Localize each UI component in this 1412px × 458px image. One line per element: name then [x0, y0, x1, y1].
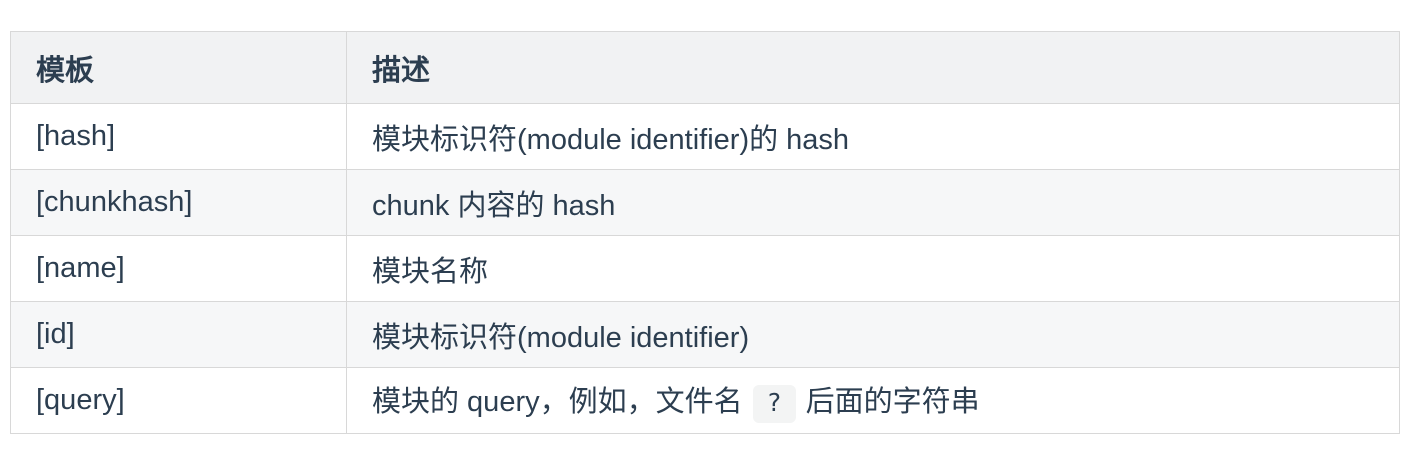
column-header-description: 描述: [346, 31, 1400, 104]
template-description-table: 模板 描述 [hash] 模块标识符(module identifier)的 ha…: [10, 31, 1400, 434]
description-text: 后面的字符串: [805, 386, 980, 418]
description-cell: 模块名称: [346, 235, 1400, 302]
template-cell: [id]: [10, 301, 347, 368]
table-header: 模板 描述: [10, 31, 1400, 104]
table-body: [hash] 模块标识符(module identifier)的 hash [chu…: [10, 103, 1400, 434]
description-text: 模块名称: [372, 255, 489, 288]
table-row: [name] 模块名称: [10, 235, 1400, 302]
table-row: [hash] 模块标识符(module identifier)的 hash: [10, 103, 1400, 170]
description-cell: 模块的 query，例如，文件名? 后面的字符串: [346, 367, 1400, 434]
description-cell: 模块标识符(module identifier)的 hash: [346, 103, 1400, 170]
table-header-row: 模板 描述: [10, 31, 1400, 104]
column-header-template: 模板: [10, 31, 347, 104]
description-cell: 模块标识符(module identifier): [346, 301, 1400, 368]
description-text: 模块标识符(module identifier): [372, 321, 750, 354]
table-row: [id] 模块标识符(module identifier): [10, 301, 1400, 368]
description-text: chunk 内容的 hash: [372, 189, 616, 222]
description-text: 模块的 query，例如，文件名: [372, 386, 743, 418]
inline-code-badge: ?: [752, 385, 796, 423]
template-cell: [name]: [10, 235, 347, 302]
table-row: [chunkhash] chunk 内容的 hash: [10, 169, 1400, 236]
description-text: 模块标识符(module identifier)的 hash: [372, 123, 850, 156]
template-cell: [hash]: [10, 103, 347, 170]
description-cell: chunk 内容的 hash: [346, 169, 1400, 236]
table-row: [query] 模块的 query，例如，文件名? 后面的字符串: [10, 367, 1400, 434]
template-cell: [chunkhash]: [10, 169, 347, 236]
template-cell: [query]: [10, 367, 347, 434]
